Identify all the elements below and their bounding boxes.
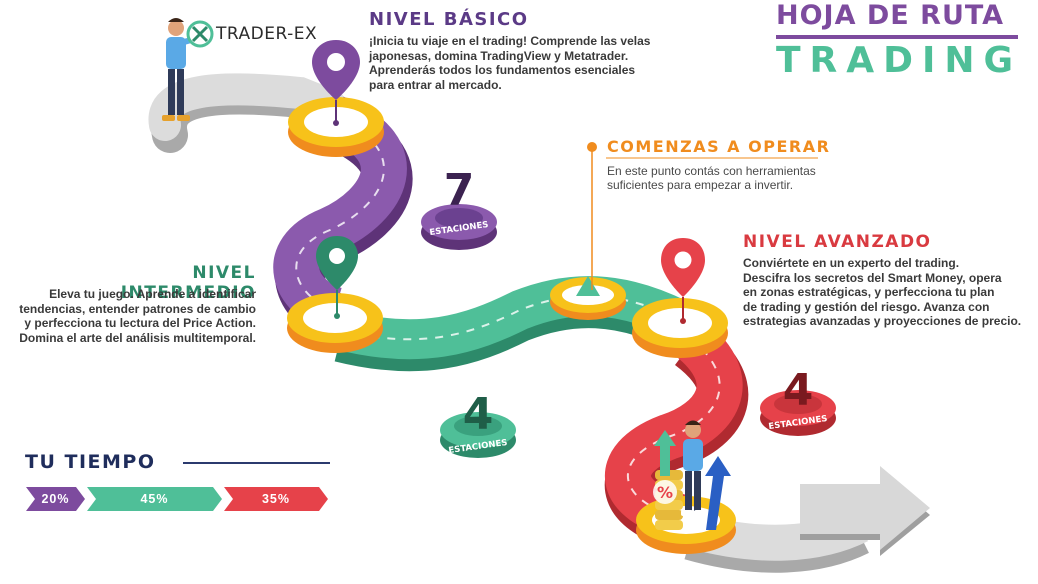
- avanzado-line: Descifra los secretos del Smart Money, o…: [743, 270, 1002, 285]
- time-segment: 45%: [87, 487, 222, 511]
- time-segment: 35%: [224, 487, 328, 511]
- operar-description: En este punto contás con herramientas su…: [607, 164, 867, 192]
- map-pin-icon: [661, 238, 705, 324]
- person-icon: [681, 420, 706, 516]
- map-pin-icon: [312, 40, 360, 126]
- intermedio-stations-count: 4: [462, 389, 494, 440]
- logo-x-icon: [186, 20, 214, 48]
- operar-line: En este punto contás con herramientas: [607, 164, 816, 178]
- intermedio-heading: NIVEL INTERMEDIO: [120, 263, 256, 303]
- operar-heading: COMENZAS A OPERAR: [607, 137, 831, 156]
- map-pin-icon: [316, 236, 358, 319]
- operar-line: suficientes para empezar a invertir.: [607, 177, 794, 192]
- brand-name: TRADER-EX: [216, 24, 318, 44]
- basico-stations-count: 7: [443, 165, 475, 216]
- intermedio-line: Domina el arte del análisis multitempora…: [19, 330, 256, 345]
- time-segment: 20%: [26, 487, 85, 511]
- basico-line: Aprenderás todos los fundamentos esencia…: [369, 63, 636, 77]
- basico-heading: NIVEL BÁSICO: [369, 9, 529, 30]
- title-line-1: HOJA DE RUTA: [776, 0, 1005, 31]
- percent-icon: %: [653, 480, 677, 504]
- end-arrow: [800, 466, 930, 550]
- avanzado-line: en zonas estratégicas, y perfecciona tu …: [743, 285, 995, 299]
- start-road: [148, 73, 346, 141]
- basico-line: para entrar al mercado.: [369, 77, 502, 92]
- basico-line: ¡Inicia tu viaje en el trading! Comprend…: [369, 34, 651, 48]
- basico-description: ¡Inicia tu viaje en el trading! Comprend…: [369, 34, 699, 92]
- intermedio-line: y perfecciona tu lectura del Price Actio…: [24, 316, 256, 330]
- avanzado-description: Conviértete en un experto del trading. D…: [743, 256, 1038, 329]
- intermedio-line: tendencias, entender patrones de cambio: [19, 301, 256, 316]
- avanzado-line: Conviértete en un experto del trading.: [743, 256, 960, 270]
- intermedio-line: Eleva tu juego. Aprende a identificar: [49, 287, 256, 301]
- person-icon: [162, 18, 199, 121]
- intermedio-description: Eleva tu juego. Aprende a identificar te…: [0, 287, 256, 345]
- avanzado-heading: NIVEL AVANZADO: [743, 232, 932, 252]
- avanzado-stations-count: 4: [782, 365, 814, 416]
- avanzado-line: de trading y gestión del riesgo. Avanza …: [743, 299, 990, 314]
- title-line-2: TRADING: [776, 40, 1023, 81]
- time-heading: TU TIEMPO: [25, 451, 156, 473]
- avanzado-line: estrategias avanzadas y proyecciones de …: [743, 314, 1022, 328]
- basico-line: japonesas, domina TradingView y Metatrad…: [369, 48, 629, 63]
- svg-text:%: %: [657, 483, 673, 502]
- title-divider: [776, 35, 1018, 39]
- up-arrow-icon: [654, 430, 731, 530]
